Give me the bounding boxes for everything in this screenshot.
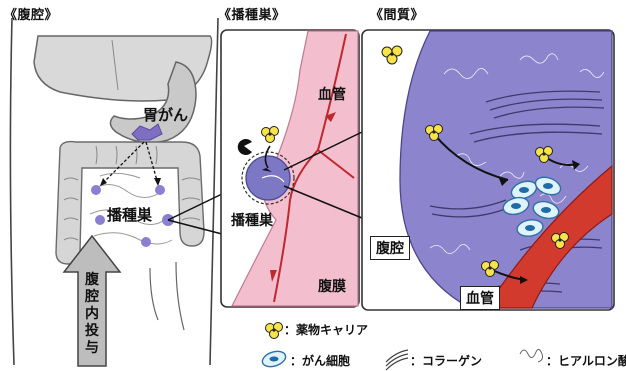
legend-hyaluronic-text: ：ヒアルロン酸 bbox=[546, 352, 626, 369]
blood-vessel-label: 血管 bbox=[318, 84, 346, 104]
ip-admin-char: 与 bbox=[82, 340, 102, 357]
legend-cancer-cell-icon bbox=[260, 349, 287, 370]
legend-carrier-icon bbox=[266, 323, 283, 339]
legend-carrier-text: ：薬物キャリア bbox=[284, 321, 368, 338]
seeding-nodule-label: 播種巣 bbox=[107, 204, 152, 225]
gastric-cancer-label: 胃がん bbox=[143, 104, 188, 125]
legend-collagen-text: ：コラーゲン bbox=[410, 352, 482, 369]
section-seeding-title: 《播種巣》 bbox=[218, 4, 286, 23]
ip-admin-char: 腹 bbox=[82, 272, 102, 289]
seeding-nodule bbox=[246, 156, 290, 200]
peritoneum-label: 腹膜 bbox=[318, 276, 346, 296]
interstitium-tissue bbox=[400, 31, 612, 308]
ip-admin-label: 腹 腔 内 投 与 bbox=[82, 272, 102, 357]
ip-admin-char: 腔 bbox=[82, 289, 102, 306]
colon bbox=[56, 142, 204, 264]
legend-hyaluronic-icon bbox=[520, 349, 543, 362]
section-cavity-title: 《腹腔》 bbox=[4, 4, 58, 23]
blood-vessel-box-label: 血管 bbox=[460, 286, 500, 310]
seeding-nodule-zoom-label: 播種巣 bbox=[231, 210, 273, 230]
legend-collagen-icon bbox=[386, 350, 408, 370]
ip-admin-char: 内 bbox=[82, 306, 102, 323]
ip-admin-char: 投 bbox=[82, 323, 102, 340]
legend-cancer-cell-text: ：がん細胞 bbox=[290, 352, 350, 369]
peritoneal-cavity-label: 腹腔 bbox=[370, 236, 410, 260]
section-interstitium-title: 《間質》 bbox=[370, 4, 424, 23]
